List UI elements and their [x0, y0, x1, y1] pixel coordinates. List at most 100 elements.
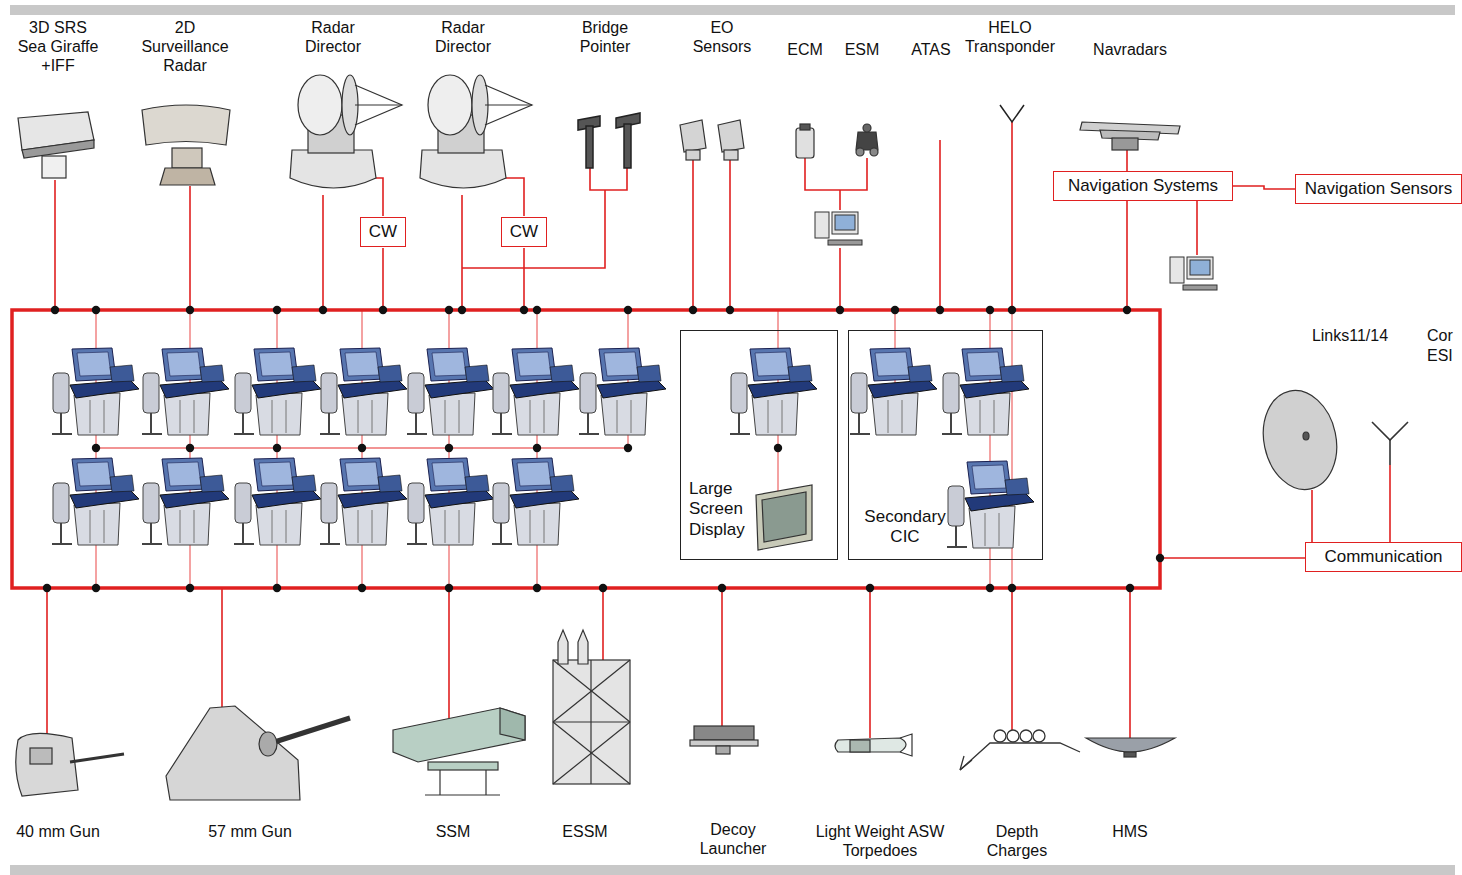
- console-icon: [579, 348, 666, 435]
- label-box: Communication: [1305, 542, 1462, 572]
- node-label: CW: [369, 222, 397, 242]
- part-label: ATAS: [903, 40, 959, 59]
- network-wire: [523, 248, 525, 310]
- junction-dot: [624, 444, 632, 452]
- network-wire: [1311, 490, 1313, 542]
- junction-dot: [689, 306, 697, 314]
- junction-dot: [458, 306, 466, 314]
- part-label: Bridge Pointer: [570, 18, 640, 56]
- label-box: Navigation Systems: [1053, 171, 1233, 201]
- part-label: Decoy Launcher: [691, 820, 775, 858]
- network-wire: [721, 588, 723, 726]
- part-label: ESM: [837, 40, 887, 59]
- console-icon: [320, 458, 407, 545]
- part-label: 2D Surveillance Radar: [137, 18, 233, 76]
- part-label: 3D SRS Sea Giraffe +IFF: [15, 18, 101, 76]
- part-label: Links11/14: [1300, 326, 1400, 345]
- network-wire: [500, 178, 524, 216]
- part-label: Depth Charges: [977, 822, 1057, 860]
- label-box: CW: [501, 217, 547, 247]
- network-wire: [602, 588, 604, 660]
- junction-dot: [51, 306, 59, 314]
- part-label: Radar Director: [427, 18, 499, 56]
- network-wire: [1160, 557, 1305, 559]
- console-icon: [234, 458, 321, 545]
- network-wire: [1126, 150, 1128, 172]
- connector: [1233, 186, 1295, 189]
- junction-dot: [624, 306, 632, 314]
- part-label: Radar Director: [297, 18, 369, 56]
- junction-dot: [445, 306, 453, 314]
- network-wire: [448, 588, 450, 718]
- console-icon: [947, 461, 1034, 548]
- junction-dot: [273, 306, 281, 314]
- network-wire: [839, 190, 841, 210]
- console-icon: [492, 458, 579, 545]
- network-wire: [939, 140, 941, 310]
- junction-dot: [445, 584, 453, 592]
- network-wire: [1196, 200, 1198, 255]
- junction-dot: [533, 444, 541, 452]
- label-box: CW: [360, 217, 406, 247]
- part-label: 57 mm Gun: [200, 822, 300, 841]
- node-label: Secondary CIC: [855, 507, 955, 548]
- network-wire: [1126, 200, 1128, 310]
- junction-dot: [891, 306, 899, 314]
- junction-dot: [533, 584, 541, 592]
- junction-dot: [1008, 584, 1016, 592]
- network-wire: [729, 160, 731, 310]
- console-icon: [234, 348, 321, 435]
- group-frame: Large Screen Display: [680, 330, 838, 560]
- junction-dot: [533, 306, 541, 314]
- network-wire: [1389, 465, 1391, 542]
- network-wire: [1011, 588, 1013, 730]
- junction-dot: [186, 584, 194, 592]
- group-frame: Secondary CIC: [848, 330, 1043, 560]
- part-label: Light Weight ASW Torpedoes: [815, 822, 945, 860]
- junction-dot: [43, 584, 51, 592]
- part-label: HMS: [1100, 822, 1160, 841]
- label-box: Navigation Sensors: [1295, 174, 1462, 204]
- junction-dot: [358, 444, 366, 452]
- network-wire: [221, 588, 223, 708]
- junction-dot: [379, 306, 387, 314]
- part-label: HELO Transponder: [960, 18, 1060, 56]
- junction-dot: [520, 306, 528, 314]
- junction-dot: [986, 584, 994, 592]
- console-icon: [142, 458, 229, 545]
- junction-dot: [186, 306, 194, 314]
- junction-dot: [92, 584, 100, 592]
- junction-dot: [1156, 554, 1164, 562]
- junction-dot: [986, 306, 994, 314]
- console-icon: [407, 458, 494, 545]
- console-icon: [492, 348, 579, 435]
- console-icon: [850, 348, 937, 435]
- network-wire: [462, 190, 605, 268]
- junction-dot: [445, 444, 453, 452]
- junction-dot: [358, 584, 366, 592]
- junction-dot: [726, 306, 734, 314]
- network-wire: [46, 588, 48, 742]
- junction-dot: [936, 306, 944, 314]
- part-label: 40 mm Gun: [8, 822, 108, 841]
- console-icon: [142, 348, 229, 435]
- part-label: ESSM: [555, 822, 615, 841]
- part-label: ESI: [1427, 346, 1459, 365]
- network-wire: [461, 195, 463, 310]
- junction-dot: [319, 306, 327, 314]
- junction-dot: [836, 306, 844, 314]
- network-wire: [370, 178, 383, 216]
- junction-dot: [718, 584, 726, 592]
- network-wire: [692, 160, 694, 310]
- network-wire: [189, 186, 191, 310]
- junction-dot: [273, 444, 281, 452]
- junction-dot: [866, 584, 874, 592]
- part-label: SSM: [423, 822, 483, 841]
- part-label: Navradars: [1085, 40, 1175, 59]
- part-label: EO Sensors: [687, 18, 757, 56]
- console-icon: [942, 348, 1029, 435]
- junction-dot: [92, 444, 100, 452]
- junction-dot: [1126, 584, 1134, 592]
